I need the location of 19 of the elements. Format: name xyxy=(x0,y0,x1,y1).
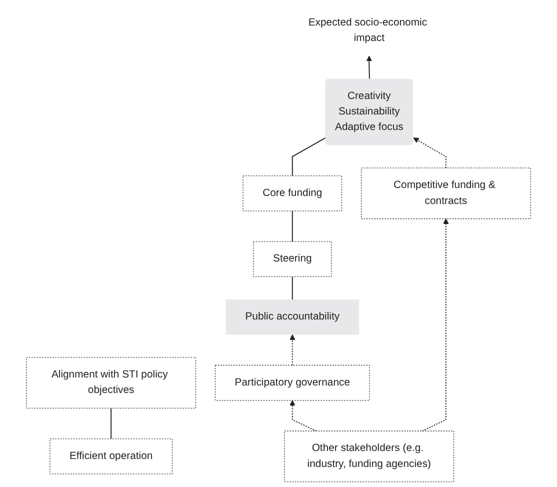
connector xyxy=(110,408,112,440)
node-box: Participatory governance xyxy=(214,364,370,401)
node-box: Creativity Sustainability Adaptive focus xyxy=(325,78,414,146)
node-box: Core funding xyxy=(242,175,342,212)
arrow xyxy=(366,56,372,80)
arrow xyxy=(290,400,317,432)
node-box: Competitive funding & contracts xyxy=(360,168,531,220)
arrow xyxy=(413,138,446,168)
arrow xyxy=(422,218,449,432)
node-box: Alignment with STI policy objectives xyxy=(26,357,196,409)
connector xyxy=(292,210,293,242)
node-box: Other stakeholders (e.g. industry, funding agencies) xyxy=(284,430,454,482)
node-box: Steering xyxy=(253,241,332,278)
node-text: Expected socio-economic impact xyxy=(308,16,428,44)
connector xyxy=(292,276,293,300)
connector xyxy=(292,137,326,176)
arrow xyxy=(290,334,296,366)
node-box: Public accountability xyxy=(226,300,360,335)
node-box: Efficient operation xyxy=(50,438,173,474)
